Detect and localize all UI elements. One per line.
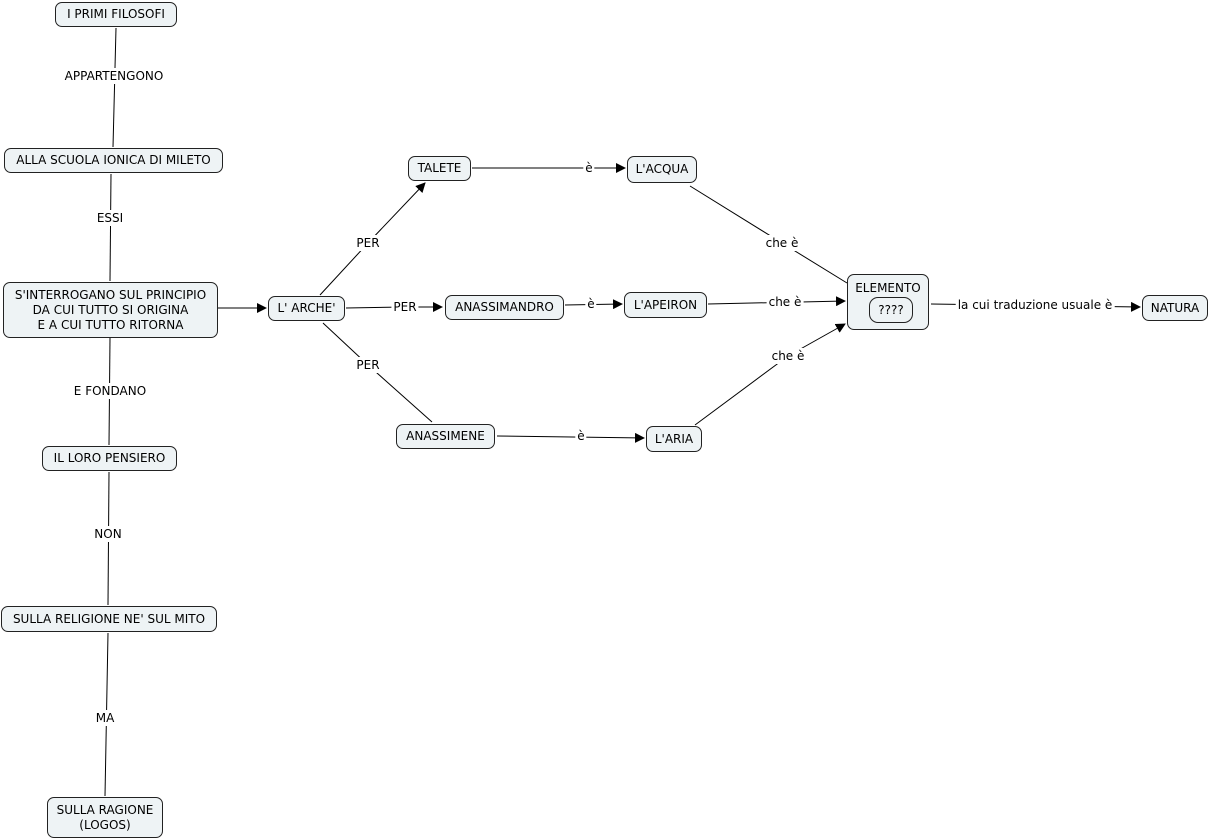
concept-natura[interactable]: NATURA: [1142, 295, 1208, 321]
concept-ragione[interactable]: SULLA RAGIONE (LOGOS): [47, 797, 163, 838]
link-line-essi: [109, 173, 112, 282]
link-label-e: è: [583, 160, 595, 176]
link-label-e: è: [585, 296, 597, 312]
concept-scuola-ionica[interactable]: ALLA SCUOLA IONICA DI MILETO: [4, 148, 223, 173]
link-label-traduzione: la cui traduzione usuale è: [955, 297, 1115, 313]
concept-apeiron[interactable]: L'APEIRON: [624, 292, 707, 318]
concept-anassimene[interactable]: ANASSIMENE: [396, 424, 495, 449]
concept-religione[interactable]: SULLA RELIGIONE NE' SUL MITO: [1, 606, 217, 632]
link-label-per: PER: [354, 357, 382, 373]
link-line-appartengono: [112, 27, 117, 148]
concept-arche[interactable]: L' ARCHE': [268, 296, 345, 321]
concept-elemento-unknown[interactable]: ????: [869, 297, 913, 323]
link-label-essi: ESSI: [94, 210, 126, 226]
link-label-appartengono: APPARTENGONO: [62, 68, 166, 84]
concept-anassimandro[interactable]: ANASSIMANDRO: [445, 295, 564, 320]
link-arrow-aria-elemento: [694, 323, 846, 426]
link-label-che-e: che è: [769, 348, 807, 364]
link-label-e: è: [575, 428, 587, 444]
concept-primi-filosofi[interactable]: I PRIMI FILOSOFI: [55, 2, 177, 27]
concept-aria[interactable]: L'ARIA: [646, 426, 702, 452]
link-label-e-fondano: E FONDANO: [71, 383, 149, 399]
concept-acqua[interactable]: L'ACQUA: [627, 156, 697, 183]
link-label-che-e: che è: [763, 235, 801, 251]
link-label-per: PER: [391, 299, 419, 315]
concept-elemento-label: ELEMENTO: [855, 281, 921, 295]
link-label-ma: MA: [93, 710, 117, 726]
link-label-che-e: che è: [766, 294, 804, 310]
concept-interrogano[interactable]: S'INTERROGANO SUL PRINCIPIO DA CUI TUTTO…: [3, 282, 218, 338]
concept-talete[interactable]: TALETE: [408, 156, 471, 181]
concept-loro-pensiero[interactable]: IL LORO PENSIERO: [42, 446, 177, 471]
link-arrow-aria: [496, 432, 645, 443]
link-label-non: NON: [92, 526, 124, 542]
link-label-per: PER: [354, 235, 382, 251]
